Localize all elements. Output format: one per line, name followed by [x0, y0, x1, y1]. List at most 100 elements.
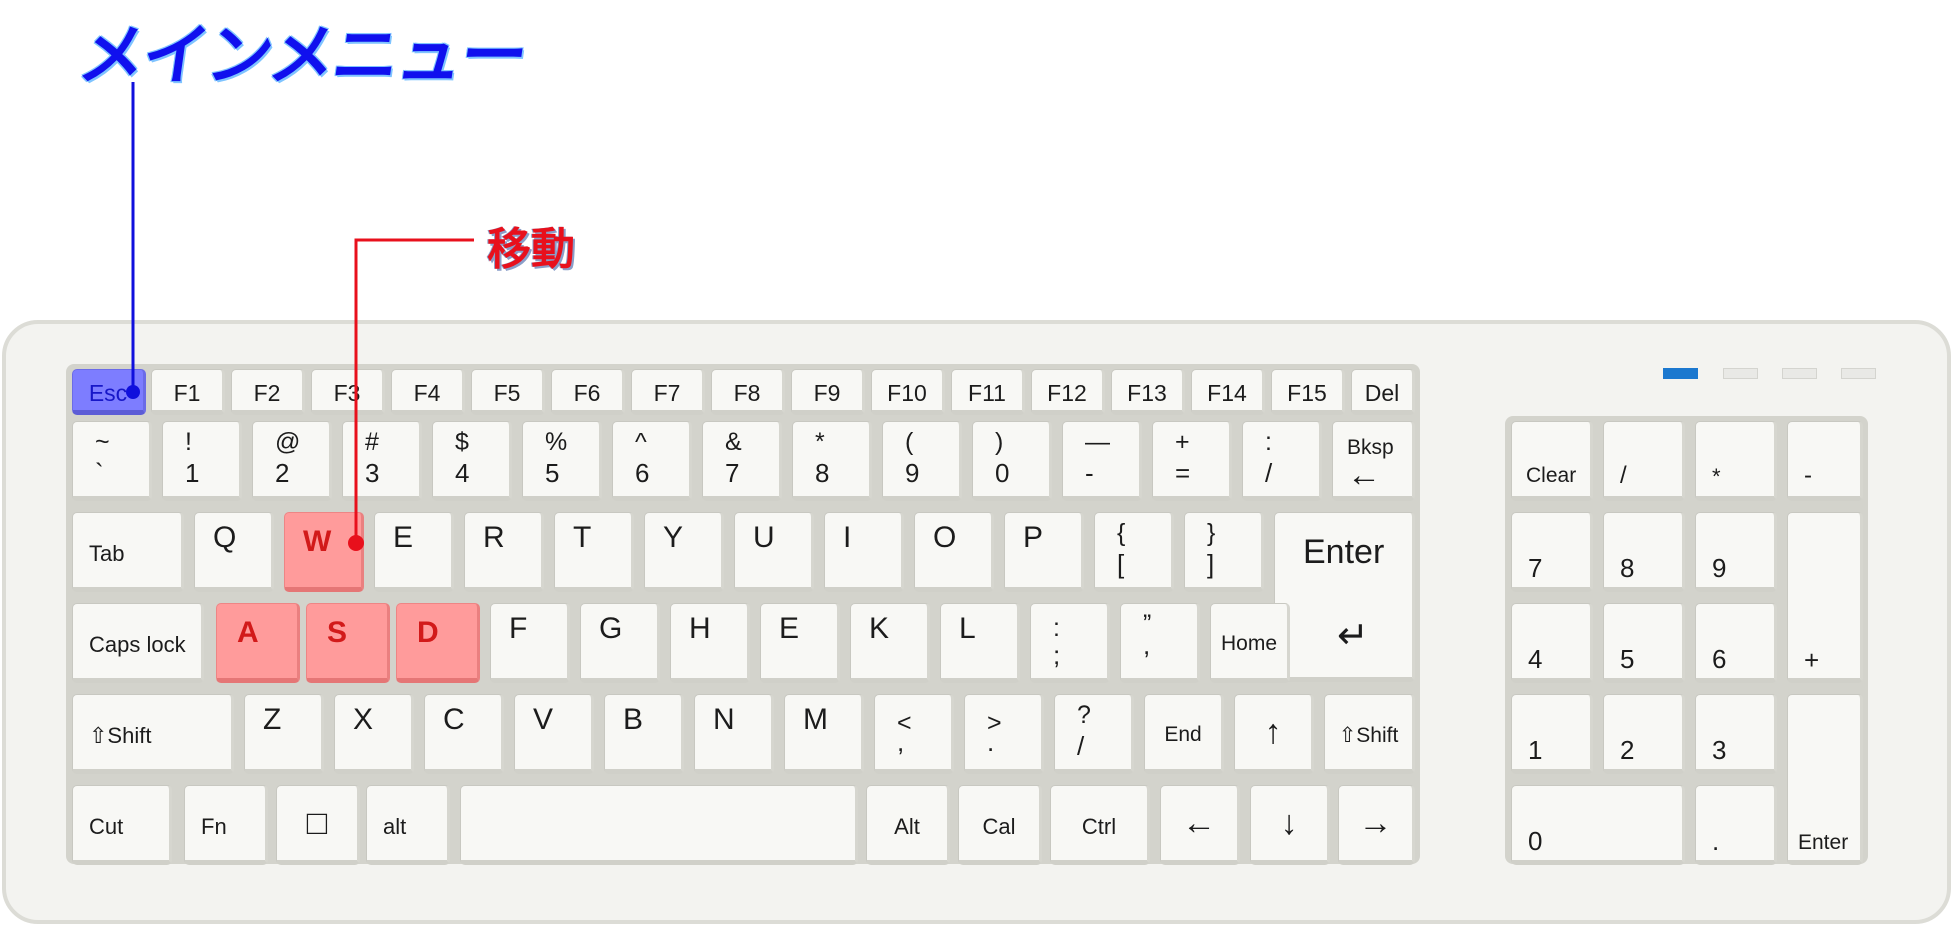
- key-semicolon[interactable]: :;: [1030, 603, 1110, 683]
- key-f4[interactable]: F4: [391, 369, 465, 415]
- key-arrow-left[interactable]: ←: [1160, 785, 1240, 865]
- key-o[interactable]: O: [914, 512, 994, 592]
- key-esc[interactable]: Esc: [72, 369, 146, 415]
- key-l[interactable]: L: [940, 603, 1020, 683]
- numpad-enter[interactable]: Enter: [1787, 694, 1863, 865]
- key-3[interactable]: #3: [342, 421, 422, 501]
- key-s[interactable]: S: [306, 603, 390, 683]
- key-open-bracket[interactable]: {[: [1094, 512, 1174, 592]
- key-f15[interactable]: F15: [1271, 369, 1345, 415]
- key-alt-left[interactable]: alt: [366, 785, 450, 865]
- key-fn[interactable]: Fn: [184, 785, 268, 865]
- key-f7[interactable]: F7: [631, 369, 705, 415]
- key-home[interactable]: Home: [1210, 603, 1290, 683]
- key-cal[interactable]: Cal: [958, 785, 1042, 865]
- key-f[interactable]: F: [490, 603, 570, 683]
- key-e[interactable]: E: [374, 512, 454, 592]
- key-f14[interactable]: F14: [1191, 369, 1265, 415]
- key-c[interactable]: C: [424, 694, 504, 774]
- key-8[interactable]: *8: [792, 421, 872, 501]
- key-equals[interactable]: +=: [1152, 421, 1232, 501]
- key-f6[interactable]: F6: [551, 369, 625, 415]
- key-space[interactable]: [460, 785, 858, 865]
- key-cut[interactable]: Cut: [72, 785, 172, 865]
- key-n[interactable]: N: [694, 694, 774, 774]
- key-i[interactable]: I: [824, 512, 904, 592]
- key-1[interactable]: !1: [162, 421, 242, 501]
- key-q[interactable]: Q: [194, 512, 274, 592]
- key-del[interactable]: Del: [1351, 369, 1415, 415]
- key-quote[interactable]: ”,: [1120, 603, 1200, 683]
- key-r[interactable]: R: [464, 512, 544, 592]
- key-b[interactable]: B: [604, 694, 684, 774]
- key-f11[interactable]: F11: [951, 369, 1025, 415]
- key-slash[interactable]: ?/: [1054, 694, 1134, 774]
- key-u[interactable]: U: [734, 512, 814, 592]
- key-end[interactable]: End: [1144, 694, 1224, 774]
- numpad-minus[interactable]: -: [1787, 421, 1863, 501]
- key-x[interactable]: X: [334, 694, 414, 774]
- key-f2[interactable]: F2: [231, 369, 305, 415]
- numpad-8[interactable]: 8: [1603, 512, 1685, 592]
- key-minus[interactable]: —-: [1062, 421, 1142, 501]
- numpad-4[interactable]: 4: [1511, 603, 1593, 683]
- key-f8[interactable]: F8: [711, 369, 785, 415]
- key-t[interactable]: T: [554, 512, 634, 592]
- numpad-2[interactable]: 2: [1603, 694, 1685, 774]
- key-y[interactable]: Y: [644, 512, 724, 592]
- key-w[interactable]: W: [284, 512, 364, 592]
- key-9[interactable]: (9: [882, 421, 962, 501]
- key-arrow-down[interactable]: ↓: [1250, 785, 1330, 865]
- key-a[interactable]: A: [216, 603, 300, 683]
- key-backspace[interactable]: Bksp←: [1332, 421, 1415, 501]
- key-left-shift[interactable]: ⇧Shift: [72, 694, 234, 774]
- numpad-divide[interactable]: /: [1603, 421, 1685, 501]
- numpad-1[interactable]: 1: [1511, 694, 1593, 774]
- key-m[interactable]: M: [784, 694, 864, 774]
- numpad-0[interactable]: 0: [1511, 785, 1685, 865]
- key-caps-lock[interactable]: Caps lock: [72, 603, 204, 683]
- key-square[interactable]: □: [276, 785, 360, 865]
- key-j[interactable]: E: [760, 603, 840, 683]
- key-right-shift[interactable]: ⇧Shift: [1324, 694, 1415, 774]
- key-ctrl[interactable]: Ctrl: [1050, 785, 1150, 865]
- numpad-9[interactable]: 9: [1695, 512, 1777, 592]
- key-6[interactable]: ^6: [612, 421, 692, 501]
- key-tab[interactable]: Tab: [72, 512, 184, 592]
- key-backtick[interactable]: ~`: [72, 421, 152, 501]
- numpad-5[interactable]: 5: [1603, 603, 1685, 683]
- key-0[interactable]: )0: [972, 421, 1052, 501]
- key-k[interactable]: K: [850, 603, 930, 683]
- numpad-3[interactable]: 3: [1695, 694, 1777, 774]
- numpad-multiply[interactable]: *: [1695, 421, 1777, 501]
- key-d[interactable]: D: [396, 603, 480, 683]
- key-period[interactable]: >.: [964, 694, 1044, 774]
- key-arrow-right[interactable]: →: [1338, 785, 1415, 865]
- key-colon-slash[interactable]: :/: [1242, 421, 1322, 501]
- key-f12[interactable]: F12: [1031, 369, 1105, 415]
- numpad-plus[interactable]: +: [1787, 512, 1863, 683]
- key-close-bracket[interactable]: }]: [1184, 512, 1264, 592]
- key-f3[interactable]: F3: [311, 369, 385, 415]
- key-f13[interactable]: F13: [1111, 369, 1185, 415]
- key-alt-right[interactable]: Alt: [866, 785, 950, 865]
- key-f1[interactable]: F1: [151, 369, 225, 415]
- key-g[interactable]: G: [580, 603, 660, 683]
- key-5[interactable]: %5: [522, 421, 602, 501]
- key-7[interactable]: &7: [702, 421, 782, 501]
- key-2[interactable]: @2: [252, 421, 332, 501]
- numpad-clear[interactable]: Clear: [1511, 421, 1593, 501]
- key-f5[interactable]: F5: [471, 369, 545, 415]
- key-comma[interactable]: <,: [874, 694, 954, 774]
- key-arrow-up[interactable]: ↑: [1234, 694, 1314, 774]
- key-f10[interactable]: F10: [871, 369, 945, 415]
- key-f9[interactable]: F9: [791, 369, 865, 415]
- key-v[interactable]: V: [514, 694, 594, 774]
- key-4[interactable]: $4: [432, 421, 512, 501]
- numpad-dot[interactable]: .: [1695, 785, 1777, 865]
- numpad-6[interactable]: 6: [1695, 603, 1777, 683]
- numpad-7[interactable]: 7: [1511, 512, 1593, 592]
- key-h[interactable]: H: [670, 603, 750, 683]
- key-enter[interactable]: Enter↵: [1274, 512, 1415, 682]
- key-p[interactable]: P: [1004, 512, 1084, 592]
